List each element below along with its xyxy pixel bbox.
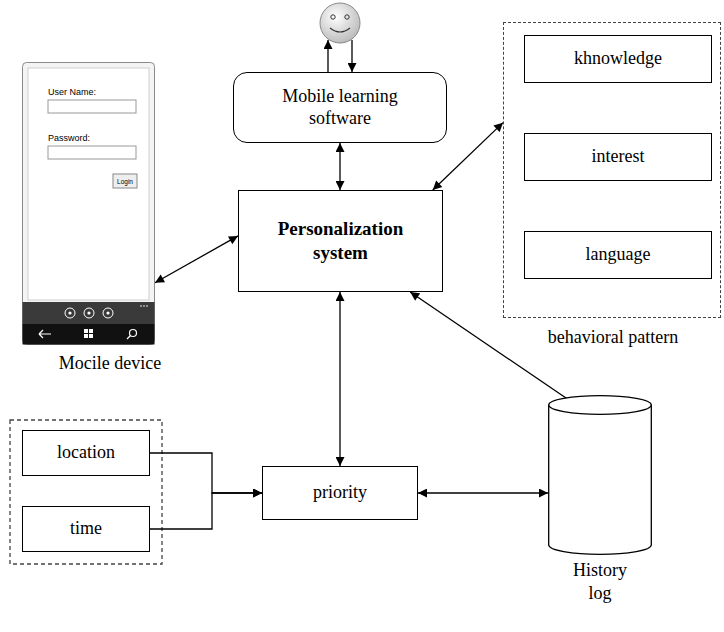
database-drawing [548,395,652,555]
pattern-box: language [524,231,712,279]
node-label: History log [565,559,635,605]
app-icon [106,311,109,314]
node-label: Password: [48,133,90,144]
connector-arrow [155,236,238,283]
login-button [113,174,137,188]
start-icon [89,329,93,333]
node-label: khnowledge [574,48,662,70]
user-eye [331,15,335,19]
user-arrow [351,40,352,72]
user-smile [330,28,350,32]
menu-dot [140,305,142,307]
user-eye [345,15,349,19]
search-icon [127,336,131,340]
menu-dot [146,305,148,307]
connector-arrow [150,493,262,529]
back-icon [39,330,51,338]
connector-arrow [339,143,340,190]
database: History log [548,395,652,555]
priority-box: priority [262,466,418,520]
connector-arrow [339,292,340,466]
cylinder-body [549,405,652,554]
user-face [320,3,360,43]
app-bar [23,302,155,324]
input-field [48,100,136,113]
app-icon [68,311,71,314]
pattern-box: khnowledge [524,35,712,83]
menu-dot [143,305,145,307]
phone-screen [28,68,149,300]
pattern-box: interest [524,133,712,181]
start-icon [84,329,88,333]
context-group [10,420,162,564]
context-box: time [22,506,150,552]
node-label: behavioral pattern [504,327,722,349]
phone-body [23,63,155,345]
connector-arrow [410,292,579,407]
nav-bar [23,324,155,345]
mobile-device: User Name:Password:LoginMocile device [22,62,155,345]
start-icon [84,334,88,338]
system-box: Personalization system [238,190,443,292]
node-label: language [586,244,651,266]
connector-arrow [150,453,262,493]
phone-drawing [22,62,155,345]
app-icon [103,308,113,318]
node-label: interest [592,146,645,168]
node-label: priority [313,482,367,504]
cylinder-top [549,396,652,415]
app-icon [87,311,90,314]
node-label: time [70,518,102,540]
node-label: Mocile device [10,353,210,375]
node-label: Login [113,174,137,188]
context-box: location [22,430,150,476]
pattern-group: behavioral patternkhnowledgeinterestlang… [503,22,721,318]
app-icon [84,308,94,318]
start-icon [89,334,93,338]
software-box: Mobile learning software [233,72,447,143]
search-icon [130,330,137,337]
node-label: location [57,442,115,464]
app-icon [65,308,75,318]
input-field [48,146,136,159]
user-arrow [327,40,328,72]
node-label: Personalization system [261,217,421,265]
node-label: User Name: [48,87,96,98]
node-label: Mobile learning software [265,86,415,129]
connector-arrow [418,492,548,493]
